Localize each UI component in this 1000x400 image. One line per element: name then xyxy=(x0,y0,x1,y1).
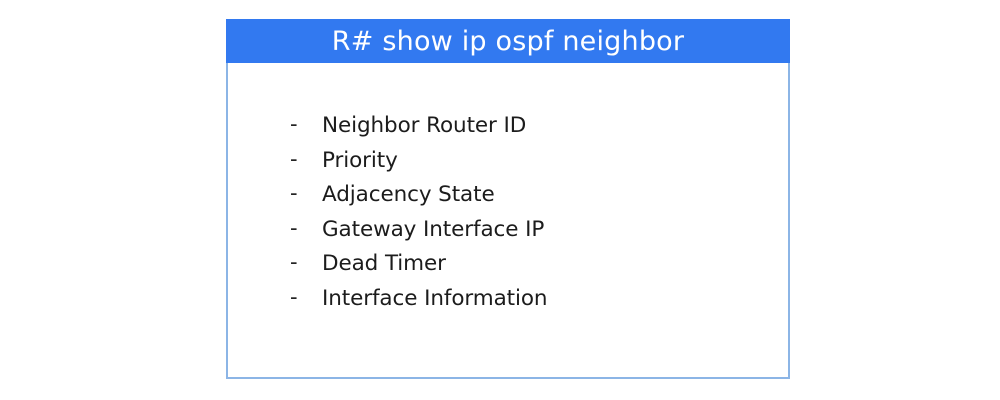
dash-bullet-icon: - xyxy=(290,215,298,240)
list-item: - Dead Timer xyxy=(290,250,547,288)
list-item: - Gateway Interface IP xyxy=(290,215,547,254)
list-item-label: Gateway Interface IP xyxy=(322,216,545,242)
ospf-neighbor-field-list: - Neighbor Router ID - Priority - Adjace… xyxy=(290,112,548,323)
dash-bullet-icon: - xyxy=(290,146,298,171)
card-header: R# show ip ospf neighbor xyxy=(226,19,790,63)
list-item-label: Dead Timer xyxy=(322,251,446,276)
list-item: - Adjacency State xyxy=(290,181,547,219)
dash-bullet-icon: - xyxy=(290,112,298,136)
dash-bullet-icon: - xyxy=(290,284,298,309)
list-item-label: Adjacency State xyxy=(322,182,495,207)
command-title: R# show ip ospf neighbor xyxy=(331,25,685,57)
card-body: - Neighbor Router ID - Priority - Adjace… xyxy=(226,63,790,379)
list-item: - Interface Information xyxy=(290,284,548,323)
list-item-label: Interface Information xyxy=(322,285,548,311)
list-item: - Priority xyxy=(290,146,547,185)
dash-bullet-icon: - xyxy=(290,250,298,274)
list-item-label: Priority xyxy=(322,147,398,173)
dash-bullet-icon: - xyxy=(290,181,298,205)
list-item-label: Neighbor Router ID xyxy=(322,113,527,138)
command-output-card: R# show ip ospf neighbor - Neighbor Rout… xyxy=(226,19,790,379)
list-item: - Neighbor Router ID xyxy=(290,112,547,150)
